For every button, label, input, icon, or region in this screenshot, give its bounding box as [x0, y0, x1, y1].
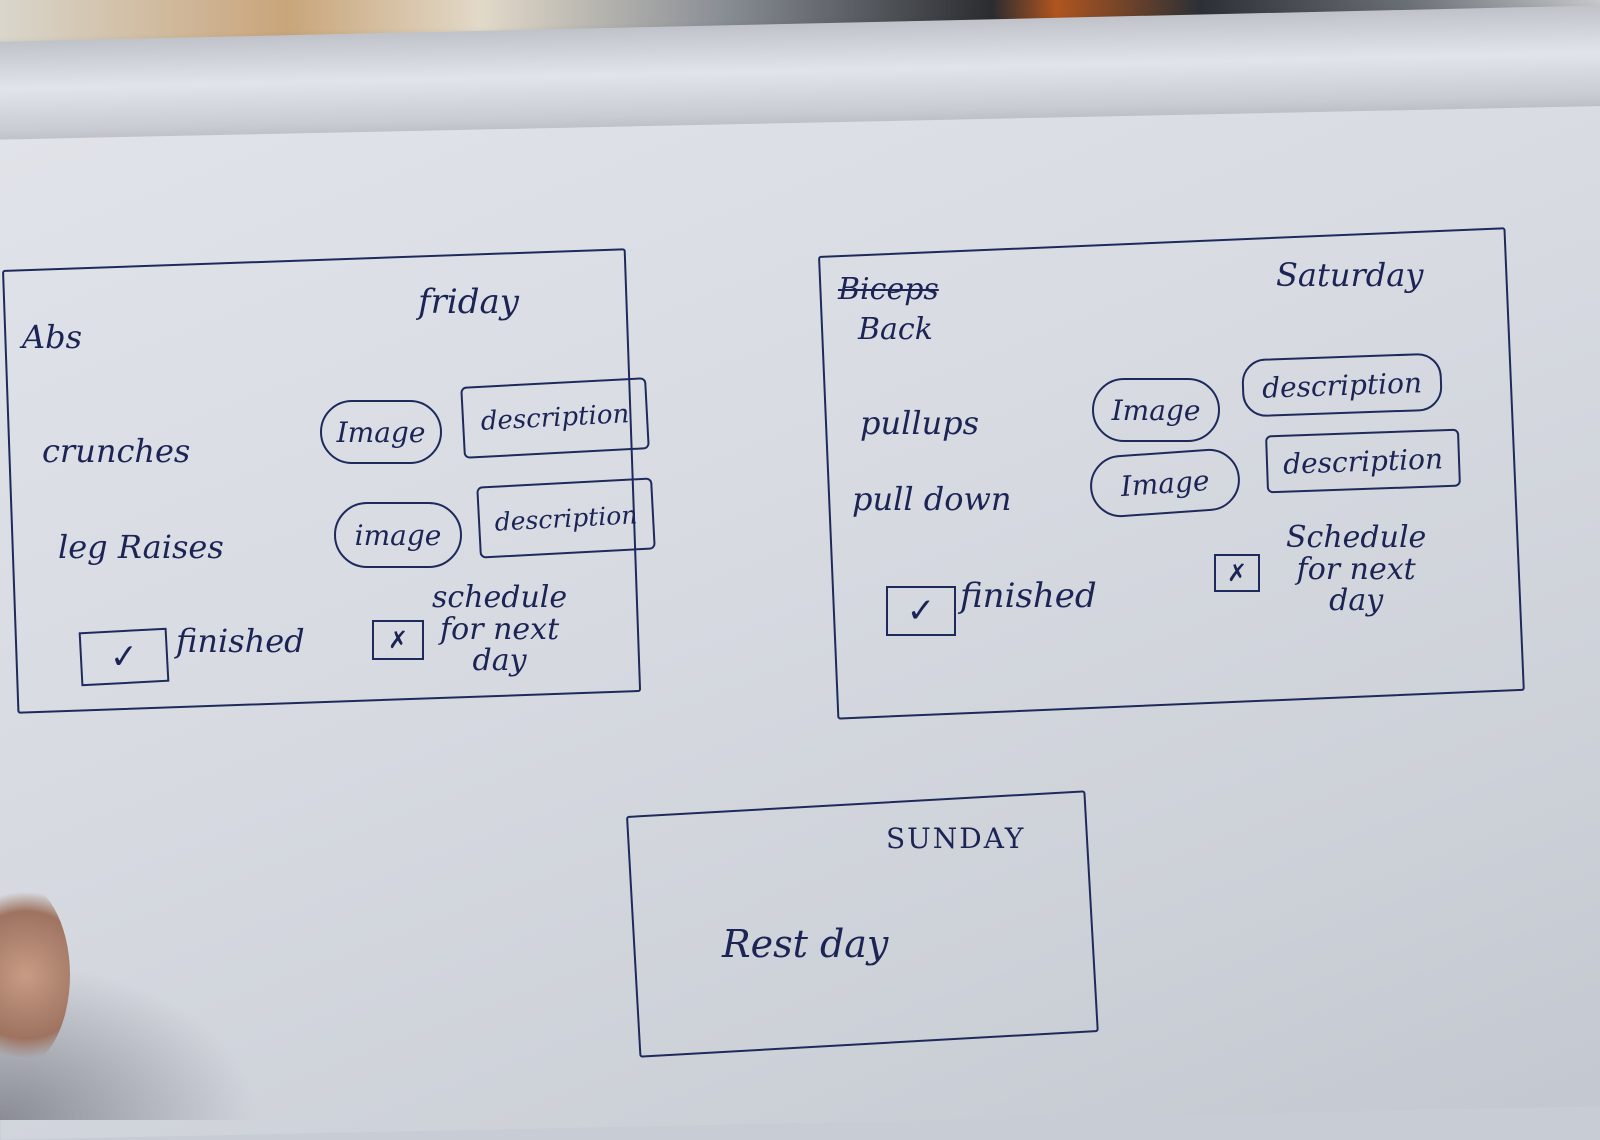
x-mark-icon: ✗ — [387, 626, 409, 654]
saturday-finished-checkbox[interactable]: ✓ — [886, 586, 956, 636]
friday-schedule-label: schedule for next day — [432, 580, 568, 678]
saturday-finished-label: finished — [960, 576, 1097, 616]
saturday-exercise-2-description-button[interactable]: description — [1265, 428, 1461, 494]
description-button-label: description — [1261, 365, 1423, 405]
friday-day-label: friday — [418, 282, 519, 322]
image-button-label: image — [354, 518, 442, 552]
friday-schedule-checkbox[interactable]: ✗ — [372, 620, 424, 660]
image-button-label: Image — [1111, 393, 1201, 427]
description-button-label: description — [493, 499, 639, 537]
image-button-label: Image — [1119, 463, 1211, 503]
friday-exercise-2-image-button[interactable]: image — [334, 502, 462, 568]
description-button-label: description — [480, 399, 630, 437]
friday-category-label: Abs — [22, 318, 83, 356]
saturday-schedule-label: Schedule for next day — [1286, 520, 1427, 618]
saturday-exercise-1-description-button[interactable]: description — [1241, 352, 1443, 418]
friday-exercise-1-description-button[interactable]: description — [460, 377, 650, 459]
check-icon: ✓ — [906, 591, 936, 631]
friday-exercise-1-name: crunches — [42, 432, 191, 470]
friday-finished-label: finished — [176, 622, 305, 660]
saturday-exercise-2-name: pull down — [852, 480, 1012, 518]
image-button-label: Image — [336, 415, 426, 449]
friday-exercise-2-name: leg Raises — [58, 528, 224, 566]
saturday-exercise-1-image-button[interactable]: Image — [1092, 378, 1220, 442]
saturday-exercise-1-name: pullups — [860, 404, 980, 442]
sunday-day-label: SUNDAY — [886, 822, 1026, 855]
saturday-struck-category: Biceps — [838, 272, 939, 307]
friday-exercise-1-image-button[interactable]: Image — [320, 400, 442, 464]
x-mark-icon: ✗ — [1226, 559, 1248, 587]
friday-exercise-2-description-button[interactable]: description — [476, 477, 656, 559]
saturday-category-label: Back — [858, 312, 933, 347]
friday-finished-checkbox[interactable]: ✓ — [78, 627, 170, 687]
saturday-day-label: Saturday — [1276, 256, 1424, 294]
saturday-exercise-2-image-button[interactable]: Image — [1088, 446, 1242, 520]
saturday-schedule-checkbox[interactable]: ✗ — [1214, 554, 1260, 592]
sunday-note: Rest day — [722, 922, 889, 966]
description-button-label: description — [1282, 441, 1444, 481]
check-icon: ✓ — [108, 636, 140, 678]
